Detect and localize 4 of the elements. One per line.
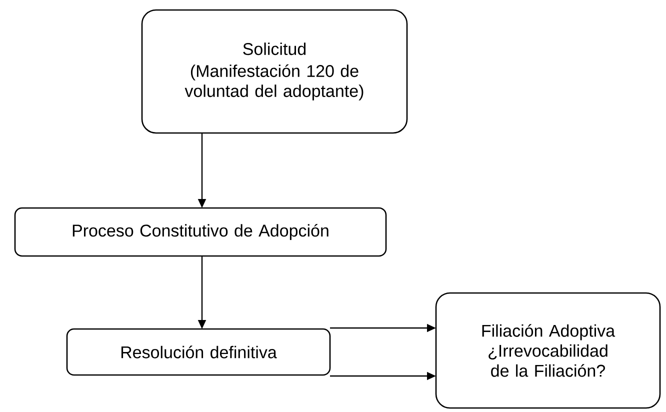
- process-box: Filiación Adoptiva ¿Irrevocabilidad de la Filiación?: [435, 292, 661, 409]
- process-box: Proceso Constitutivo de Adopción: [14, 207, 387, 257]
- process-box: Resolución definitiva: [66, 328, 331, 376]
- process-box: Solicitud (Manifestación 120 de voluntad del adoptante): [141, 9, 408, 134]
